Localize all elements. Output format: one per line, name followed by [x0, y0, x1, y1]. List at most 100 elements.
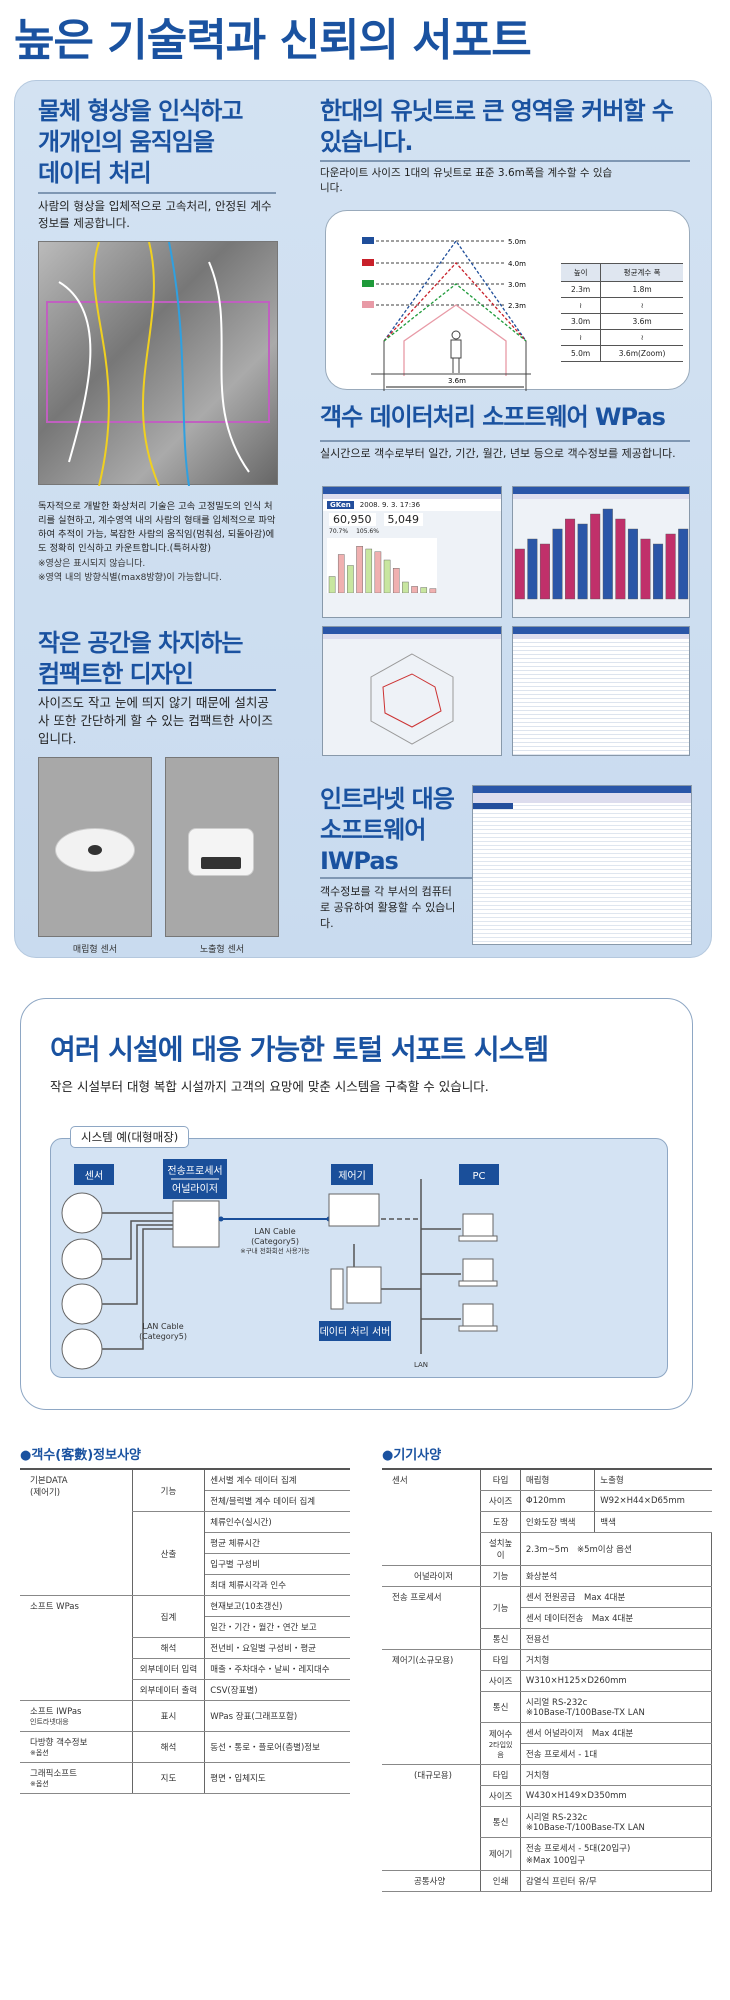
- spec-text: 타입: [492, 1656, 509, 1666]
- cable-label: LAN Cable: [142, 1322, 183, 1331]
- spec-cell: 화상분석: [520, 1565, 713, 1587]
- spec-cell: 최대 체류시각과 인수: [204, 1574, 350, 1596]
- spec-cell: WPas 장표(그래프포함): [204, 1700, 350, 1732]
- label-pc: PC: [472, 1171, 485, 1182]
- bar: [615, 518, 626, 600]
- wpas-screenshot-dashboard: GKen 2008. 9. 3. 17:36 60,950 5,049 70.7…: [322, 486, 502, 618]
- divider: [38, 192, 276, 194]
- height-label: 4.0m: [508, 260, 526, 268]
- heading-iwpas: 인트라넷 대응 소프트웨어 IWPas: [320, 784, 470, 878]
- spec-cell: 타입: [480, 1764, 521, 1786]
- spec-text: 설치높이: [488, 1539, 513, 1561]
- spec-text: 전년비・요일별 구성비・평균: [210, 1644, 317, 1654]
- cable-label: (Category5): [139, 1332, 187, 1341]
- bar: [539, 543, 550, 600]
- spec-text: 집계: [160, 1612, 177, 1623]
- spec-cell: 전송 프로세서 - 5대(20입구) ※Max 100입구: [520, 1837, 713, 1871]
- spec-text: 타입: [492, 1771, 509, 1781]
- spec-text: 제어기(소규모용): [392, 1656, 454, 1666]
- spec-text: 사이즈: [488, 1497, 513, 1507]
- wpas-screenshot-table: [512, 626, 690, 756]
- bar: [653, 543, 664, 600]
- spec-text: 해석: [160, 1644, 177, 1654]
- spec-text: 산출: [160, 1549, 177, 1560]
- spec-row: 센서 데이터전송 Max 4대분: [382, 1607, 713, 1629]
- width-label: 3.6m: [448, 377, 466, 385]
- height-label: 3.0m: [508, 281, 526, 289]
- spec-cell: 집계: [131, 1595, 206, 1638]
- spec-cell: 센서 어널라이저 Max 4대분: [520, 1722, 713, 1744]
- heading-line: 소프트웨어: [320, 816, 426, 845]
- spec-cell: 지도: [131, 1762, 206, 1794]
- spec-cell: 평균 체류시간: [204, 1532, 350, 1554]
- spec-cell: 시리얼 RS-232c ※10Base-T/100Base-TX LAN: [520, 1806, 713, 1838]
- heading-wpas: 객수 데이터처리 소프트웨어 WPas: [320, 403, 666, 431]
- spec-cell: Φ120mm: [520, 1490, 596, 1512]
- spec-text: 인쇄: [492, 1877, 509, 1887]
- spec-row: 전송 프로세서 - 1대: [382, 1743, 713, 1765]
- spec-cell: 입구별 구성비: [204, 1553, 350, 1575]
- sensor-icon: [362, 237, 374, 244]
- count-total: 60,950: [329, 513, 376, 526]
- spec-text: 거치형: [525, 1656, 550, 1666]
- bar: [527, 538, 538, 600]
- wpas-desc: 실시간으로 객수로부터 일간, 기간, 월간, 년보 등으로 객수정보를 제공합…: [320, 447, 676, 460]
- spec-text: 동선・통로・플로어(층별)정보: [210, 1743, 320, 1753]
- spec-cell: 사이즈: [480, 1785, 521, 1807]
- bar: [565, 518, 576, 600]
- heading-line: 개개인의 움직임을: [38, 128, 215, 157]
- spec-text: 전송 프로세서 - 1대: [525, 1750, 598, 1760]
- spec-text: 통신: [492, 1635, 509, 1645]
- bar: [577, 523, 588, 600]
- spec-cell: 통신: [480, 1691, 521, 1723]
- spec-text: 시리얼 RS-232c ※10Base-T/100Base-TX LAN: [525, 1813, 645, 1833]
- spec-cell: 거치형: [520, 1764, 713, 1786]
- system-example-label: 시스템 예(대형매장): [70, 1126, 190, 1148]
- spec-text: 어널라이저: [414, 1572, 454, 1582]
- spec-text: 해석: [160, 1743, 177, 1753]
- mini-bar-chart: [327, 538, 437, 594]
- spec-text: 노출형: [600, 1476, 624, 1486]
- spec-cell: W92×H44×D65mm: [594, 1490, 712, 1512]
- heading-line: 인트라넷 대응: [320, 785, 455, 813]
- coverage-cones: 5.0m 4.0m 3.0m 2.3m 3.6m: [362, 237, 531, 391]
- spec-cell: 표시: [131, 1700, 206, 1732]
- spec-text: 소프트 WPas: [30, 1602, 79, 1612]
- heading-shape-recognition: 물체 형상을 인식하고 개개인의 움직임을 데이터 처리: [38, 96, 278, 190]
- table-cell: 3.6m(Zoom): [600, 345, 683, 362]
- spec-text: W92×H44×D65mm: [600, 1496, 685, 1506]
- pc-icons: [458, 1213, 498, 1332]
- spec-text: 다방향 객수정보: [30, 1738, 88, 1748]
- server-monitor-icon: [346, 1266, 382, 1304]
- spec-cell: 공통사양: [382, 1870, 481, 1892]
- table-header: 평균계수 폭: [600, 263, 683, 282]
- heading-line: IWPas: [320, 847, 399, 876]
- spec-text: 센서: [392, 1476, 408, 1486]
- spec-text: 전송 프로세서 - 5대(20입구) ※Max 100입구: [525, 1844, 631, 1866]
- spec-cell: 제어기(소규모용): [382, 1649, 481, 1765]
- spec-cell: 평면・입체지도: [204, 1762, 350, 1794]
- spec-text: 외부데이터 출력: [139, 1686, 198, 1696]
- label-server: 데이터 처리 서버: [320, 1326, 391, 1338]
- spec-cell: 현재보고(10초갱신): [204, 1595, 350, 1617]
- height-label: 2.3m: [508, 302, 526, 310]
- bar: [552, 528, 563, 600]
- heading-line: 작은 공간을 차지하는: [38, 629, 243, 657]
- table-header: 높이: [561, 263, 602, 282]
- spec-text: 2.3m~5m ※5m이상 옵션: [525, 1545, 632, 1555]
- spec-cell: 통신: [480, 1806, 521, 1838]
- notes: ※영상은 표시되지 않습니다. ※영역 내의 방향식별(max8방향)이 가능합…: [38, 558, 278, 585]
